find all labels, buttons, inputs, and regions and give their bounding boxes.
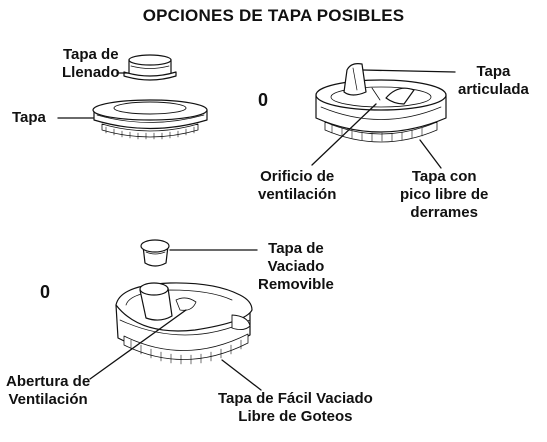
label-lid: Tapa — [12, 109, 46, 126]
label-fill-cap: Tapa de Llenado — [62, 46, 120, 81]
pour-cap-drawing — [140, 239, 170, 267]
label-vent-hole: Orificio de ventilación — [258, 168, 337, 203]
label-spill-free-spout: Tapa con pico libre de derrames — [400, 168, 489, 221]
label-hinged-lid: Tapa articulada — [458, 63, 529, 98]
label-vent-opening: Abertura de Ventilación — [6, 373, 91, 408]
leader-lines — [57, 69, 456, 391]
separator-or-1: 0 — [258, 90, 269, 110]
page-title: OPCIONES DE TAPA POSIBLES — [142, 6, 405, 25]
label-easy-pour-lid: Tapa de Fácil Vaciado Libre de Goteos — [218, 390, 373, 425]
easy-pour-lid-drawing — [115, 282, 253, 365]
label-removable-pour-cap: Tapa de Vaciado Removible — [258, 240, 334, 293]
plain-lid-drawing — [92, 99, 208, 140]
separator-or-2: 0 — [40, 282, 51, 302]
hinged-lid-drawing — [315, 63, 447, 143]
fill-cap-drawing — [123, 54, 177, 81]
